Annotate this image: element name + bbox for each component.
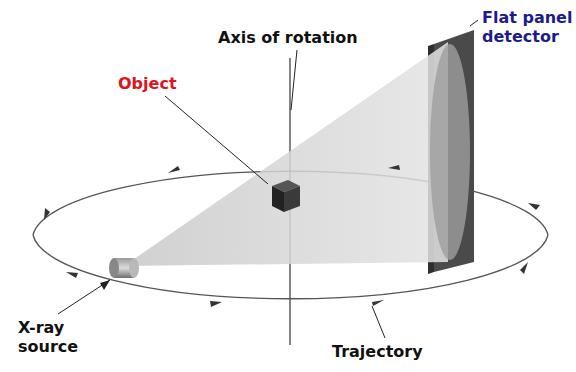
object-right [284,186,300,212]
source-face [129,258,139,278]
trajectory-label: Trajectory [332,342,452,361]
source-label: X-ray source [18,318,98,356]
leader-lines [58,20,478,338]
trajectory-front [33,235,548,299]
beam-footprint [430,44,470,260]
object-left [272,186,284,212]
axis-label: Axis of rotation [218,28,398,47]
detector-label: Flat panel detector [482,8,574,46]
source-end [109,258,119,278]
source-arrowhead [100,280,110,290]
object-label: Object [118,74,198,93]
trajectory-arrows [44,165,540,307]
